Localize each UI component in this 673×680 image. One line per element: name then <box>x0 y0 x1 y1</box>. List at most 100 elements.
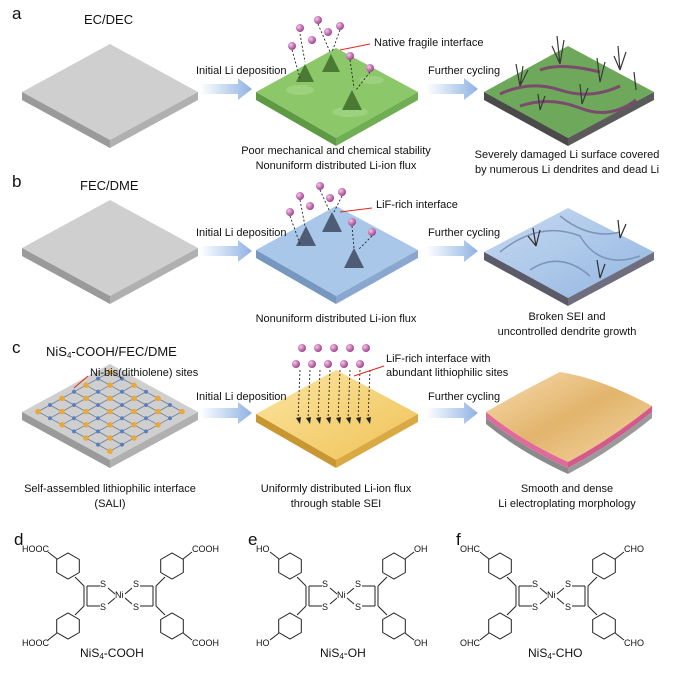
row-b-step2: Further cycling <box>428 227 501 239</box>
li-ion <box>314 344 322 352</box>
sali-site <box>155 408 161 415</box>
molecule-cooh <box>47 551 193 641</box>
row-a-callout-line <box>339 43 371 51</box>
panel-label-c: c <box>12 338 21 357</box>
sali-site <box>144 416 148 421</box>
panel-label-d: d <box>14 530 24 549</box>
substituent-right-top: CHO <box>624 544 644 554</box>
sali-site <box>155 395 161 402</box>
sali-site <box>120 389 124 394</box>
row-c-arrow2 <box>426 402 478 424</box>
atom-s-cooh: S <box>100 602 107 612</box>
substituent-left-bottom: HO <box>256 638 270 648</box>
sali-site <box>107 395 113 402</box>
sali-site <box>131 382 137 389</box>
row-c-electrolyte: NiS4-COOH/FEC/DME <box>46 344 177 360</box>
li-ion <box>362 344 370 352</box>
row-b-step1: Initial Li deposition <box>196 227 287 239</box>
row-b-foil <box>22 200 198 304</box>
sali-site <box>72 429 76 434</box>
sali-site <box>96 403 100 407</box>
sali-site <box>131 395 137 402</box>
sali-site <box>131 408 137 415</box>
sali-site <box>107 369 113 375</box>
atom-ni-oh: Ni <box>337 590 346 600</box>
row-c-step1: Initial Li deposition <box>196 391 287 403</box>
sali-site <box>83 435 89 441</box>
sali-site <box>144 389 148 394</box>
li-ion <box>308 360 316 368</box>
sali-site <box>83 382 89 389</box>
sali-site <box>179 408 185 415</box>
sali-site <box>96 442 100 447</box>
row-a-green-sei <box>256 48 418 146</box>
sali-site <box>120 442 124 447</box>
sali-site <box>168 403 172 407</box>
li-ion <box>356 360 364 368</box>
row-b-dendrites <box>527 219 627 279</box>
row-a-ion-flux <box>291 23 371 91</box>
atom-s-cho: S <box>565 579 572 589</box>
atom-s-cooh: S <box>133 579 140 589</box>
atom-s-oh: S <box>322 602 329 612</box>
molecule-name-oh: NiS4-OH <box>320 646 366 661</box>
sali-site <box>83 395 89 402</box>
sali-site <box>168 416 172 421</box>
atom-s-cooh: S <box>133 602 140 612</box>
row-b-annotation: LiF-rich interface <box>376 199 458 211</box>
panel-label-e: e <box>248 530 258 549</box>
row-c-callout-left-line <box>73 375 89 389</box>
sali-site <box>96 416 100 421</box>
row-b-ion-flux <box>289 189 373 251</box>
li-ion <box>346 344 354 352</box>
row-a-foil <box>22 44 198 148</box>
row-b-blue-sei <box>256 206 418 304</box>
sali-site <box>72 403 76 407</box>
molecule-structures <box>47 551 625 641</box>
sali-site <box>107 382 113 389</box>
sali-site <box>35 408 41 415</box>
li-ion <box>340 360 348 368</box>
sali-site <box>96 429 100 434</box>
sali-site <box>83 422 89 428</box>
panel-label-b: b <box>12 172 22 191</box>
sali-site <box>144 429 148 434</box>
li-ion <box>330 344 338 352</box>
sali-site <box>120 403 124 407</box>
row-a-dendrites <box>515 35 637 111</box>
substituent-left-top: HO <box>256 544 270 554</box>
atom-s-oh: S <box>322 579 329 589</box>
row-a-li-ions <box>288 16 374 72</box>
atom-ni-cho: Ni <box>547 590 556 600</box>
substituent-right-bottom: OH <box>414 638 428 648</box>
sali-site <box>155 422 161 428</box>
row-c-sali-network <box>35 369 185 455</box>
row-c-yellow-sei <box>256 370 418 468</box>
substituent-left-bottom: OHC <box>460 638 480 648</box>
sali-site <box>107 435 113 441</box>
substituent-right-bottom: CHO <box>624 638 644 648</box>
row-b-broken-sei <box>484 208 654 306</box>
substituent-right-top: COOH <box>192 544 219 554</box>
molecule-cho <box>479 551 625 641</box>
sali-site <box>120 376 124 381</box>
row-a-step1: Initial Li deposition <box>196 65 287 77</box>
row-c-ion-flux <box>292 344 371 424</box>
row-a-arrow2 <box>426 78 478 100</box>
row-b-callout-line <box>339 207 373 213</box>
sali-site <box>107 448 113 455</box>
atom-s-cho: S <box>532 579 539 589</box>
substituent-right-bottom: COOH <box>192 638 219 648</box>
row-a-annotation: Native fragile interface <box>374 37 484 49</box>
sali-site <box>59 395 65 402</box>
molecule-name-cooh: NiS4-COOH <box>80 646 144 661</box>
sali-site <box>107 408 113 415</box>
sali-site <box>96 389 100 394</box>
atom-s-cho: S <box>532 602 539 612</box>
li-ion <box>292 360 300 368</box>
